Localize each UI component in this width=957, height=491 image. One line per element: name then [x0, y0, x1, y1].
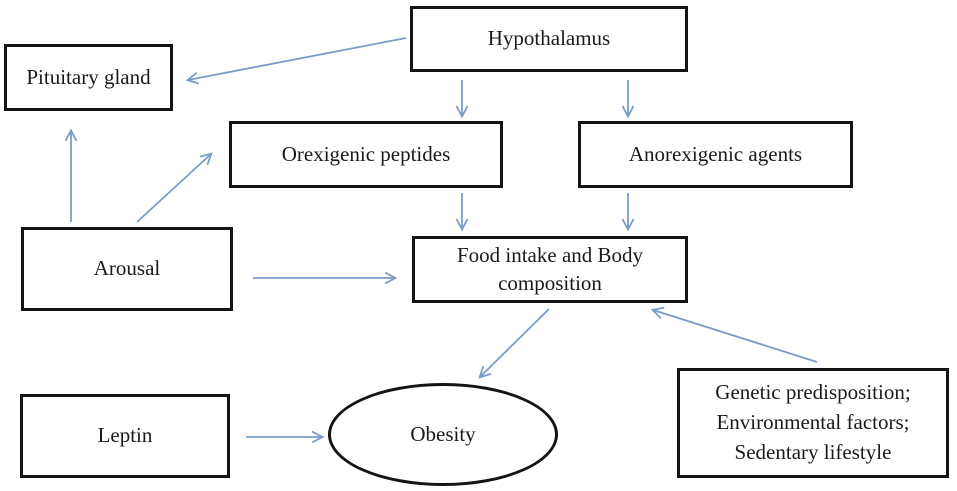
node-leptin-label: Leptin	[97, 423, 153, 448]
node-pituitary-gland: Pituitary gland	[4, 44, 173, 111]
arrow-food-to-obesity	[478, 308, 550, 379]
node-arousal-label: Arousal	[93, 256, 161, 281]
node-arousal: Arousal	[21, 227, 233, 311]
node-obesity: Obesity	[328, 383, 558, 486]
node-anorexigenic-agents: Anorexigenic agents	[578, 121, 853, 188]
node-food-intake-label: Food intake and Body composition	[456, 243, 644, 295]
node-influences-line-2: Environmental factors;	[716, 410, 910, 435]
node-influences-line-3: Sedentary lifestyle	[734, 439, 892, 464]
node-anorexigenic-agents-label: Anorexigenic agents	[628, 141, 803, 166]
node-food-intake-body-composition: Food intake and Body composition	[412, 236, 688, 303]
node-pituitary-gland-label: Pituitary gland	[26, 64, 151, 89]
arrow-arousal-to-orexigenic	[136, 152, 213, 223]
node-influences: Genetic predisposition; Environmental fa…	[677, 368, 949, 478]
arrow-influences-to-food	[650, 306, 818, 363]
node-leptin: Leptin	[20, 394, 230, 478]
node-hypothalamus-label: Hypothalamus	[487, 26, 611, 51]
node-orexigenic-peptides-label: Orexigenic peptides	[281, 141, 451, 166]
node-orexigenic-peptides: Orexigenic peptides	[229, 121, 503, 188]
arrow-hypothalamus-to-pituitary	[185, 37, 407, 85]
node-hypothalamus: Hypothalamus	[410, 6, 688, 72]
node-influences-line-1: Genetic predisposition;	[715, 380, 911, 405]
node-obesity-label: Obesity	[410, 421, 476, 446]
